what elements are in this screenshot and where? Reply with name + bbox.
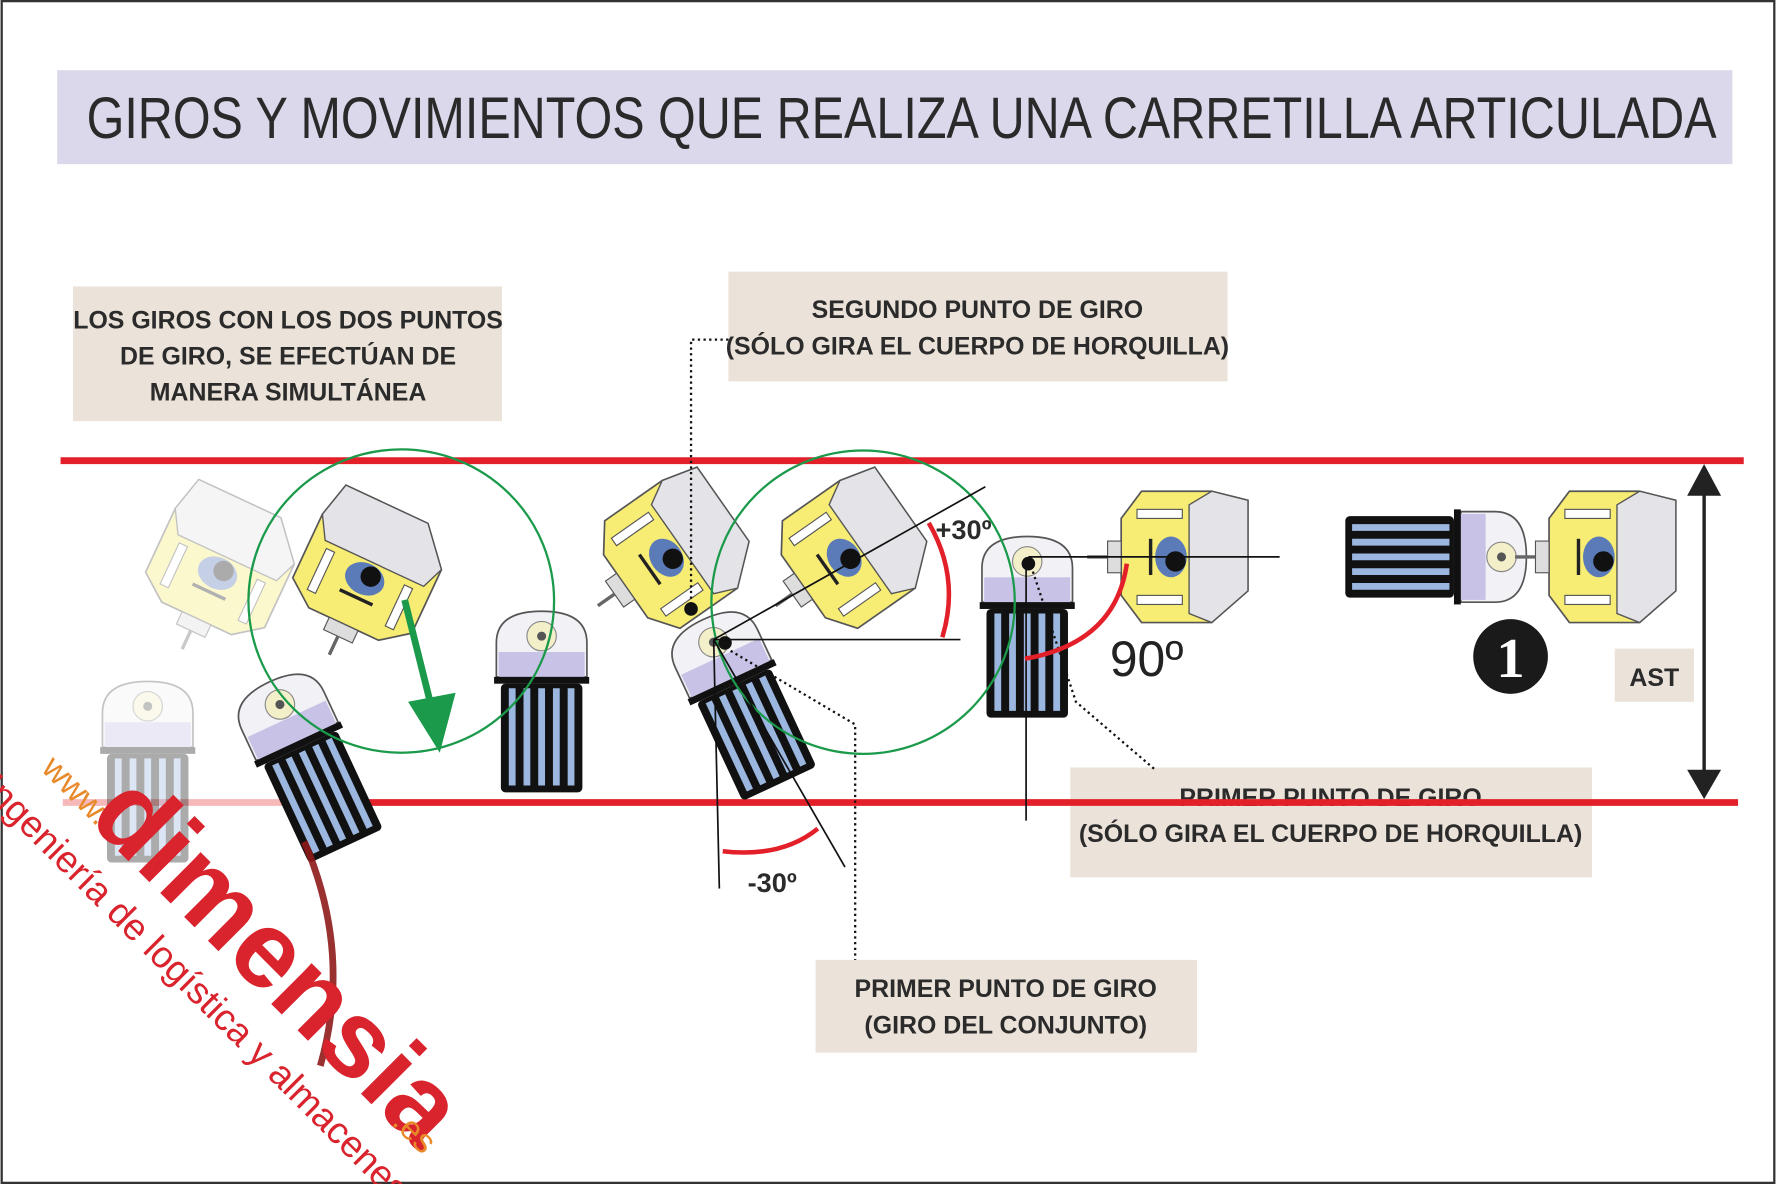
note-second-pivot: SEGUNDO PUNTO DE GIRO (SÓLO GIRA EL CUER…	[726, 271, 1229, 382]
angle-90: 90º	[1110, 631, 1184, 687]
note-line: PRIMER PUNTO DE GIRO	[1179, 784, 1481, 812]
note-first-pivot-whole: PRIMER PUNTO DE GIRO (GIRO DEL CONJUNTO)	[815, 959, 1198, 1053]
pivot-dot	[684, 602, 698, 616]
aisle-width-arrow	[1687, 464, 1722, 800]
pivot-dot	[1021, 556, 1036, 571]
angle-arcs	[722, 521, 1130, 855]
green-arrow	[401, 599, 456, 753]
title-band	[57, 70, 1733, 165]
note-line: SEGUNDO PUNTO DE GIRO	[812, 296, 1143, 324]
note-first-pivot-fork: PRIMER PUNTO DE GIRO (SÓLO GIRA EL CUERP…	[1070, 767, 1593, 878]
angle-minus-30: -30º	[748, 867, 797, 898]
step-number: 1	[1496, 628, 1524, 690]
note-line: PRIMER PUNTO DE GIRO	[855, 975, 1157, 1003]
ast-box	[1614, 648, 1694, 702]
note-line: DE GIRO, SE EFECTÚAN DE	[120, 340, 456, 370]
note-line: (SÓLO GIRA EL CUERPO DE HORQUILLA)	[726, 330, 1229, 360]
turning-circle	[710, 449, 1016, 755]
angle-lines	[712, 485, 1280, 889]
turning-circle	[247, 448, 556, 754]
step-number-badge	[1473, 619, 1548, 694]
dotted-leaders	[689, 338, 1156, 960]
note-line: (GIRO DEL CONJUNTO)	[864, 1011, 1147, 1039]
note-simultaneous: LOS GIROS CON LOS DOS PUNTOS DE GIRO, SE…	[73, 286, 503, 422]
ast-label: AST	[1629, 664, 1679, 692]
angle-plus-30: +30º	[936, 514, 992, 545]
note-line: (SÓLO GIRA EL CUERPO DE HORQUILLA)	[1079, 818, 1582, 848]
note-line: MANERA SIMULTÁNEA	[150, 378, 427, 407]
page-title: GIROS Y MOVIMIENTOS QUE REALIZA UNA CARR…	[87, 86, 1718, 151]
note-line: LOS GIROS CON LOS DOS PUNTOS	[73, 306, 503, 334]
pivot-dot	[718, 636, 732, 650]
